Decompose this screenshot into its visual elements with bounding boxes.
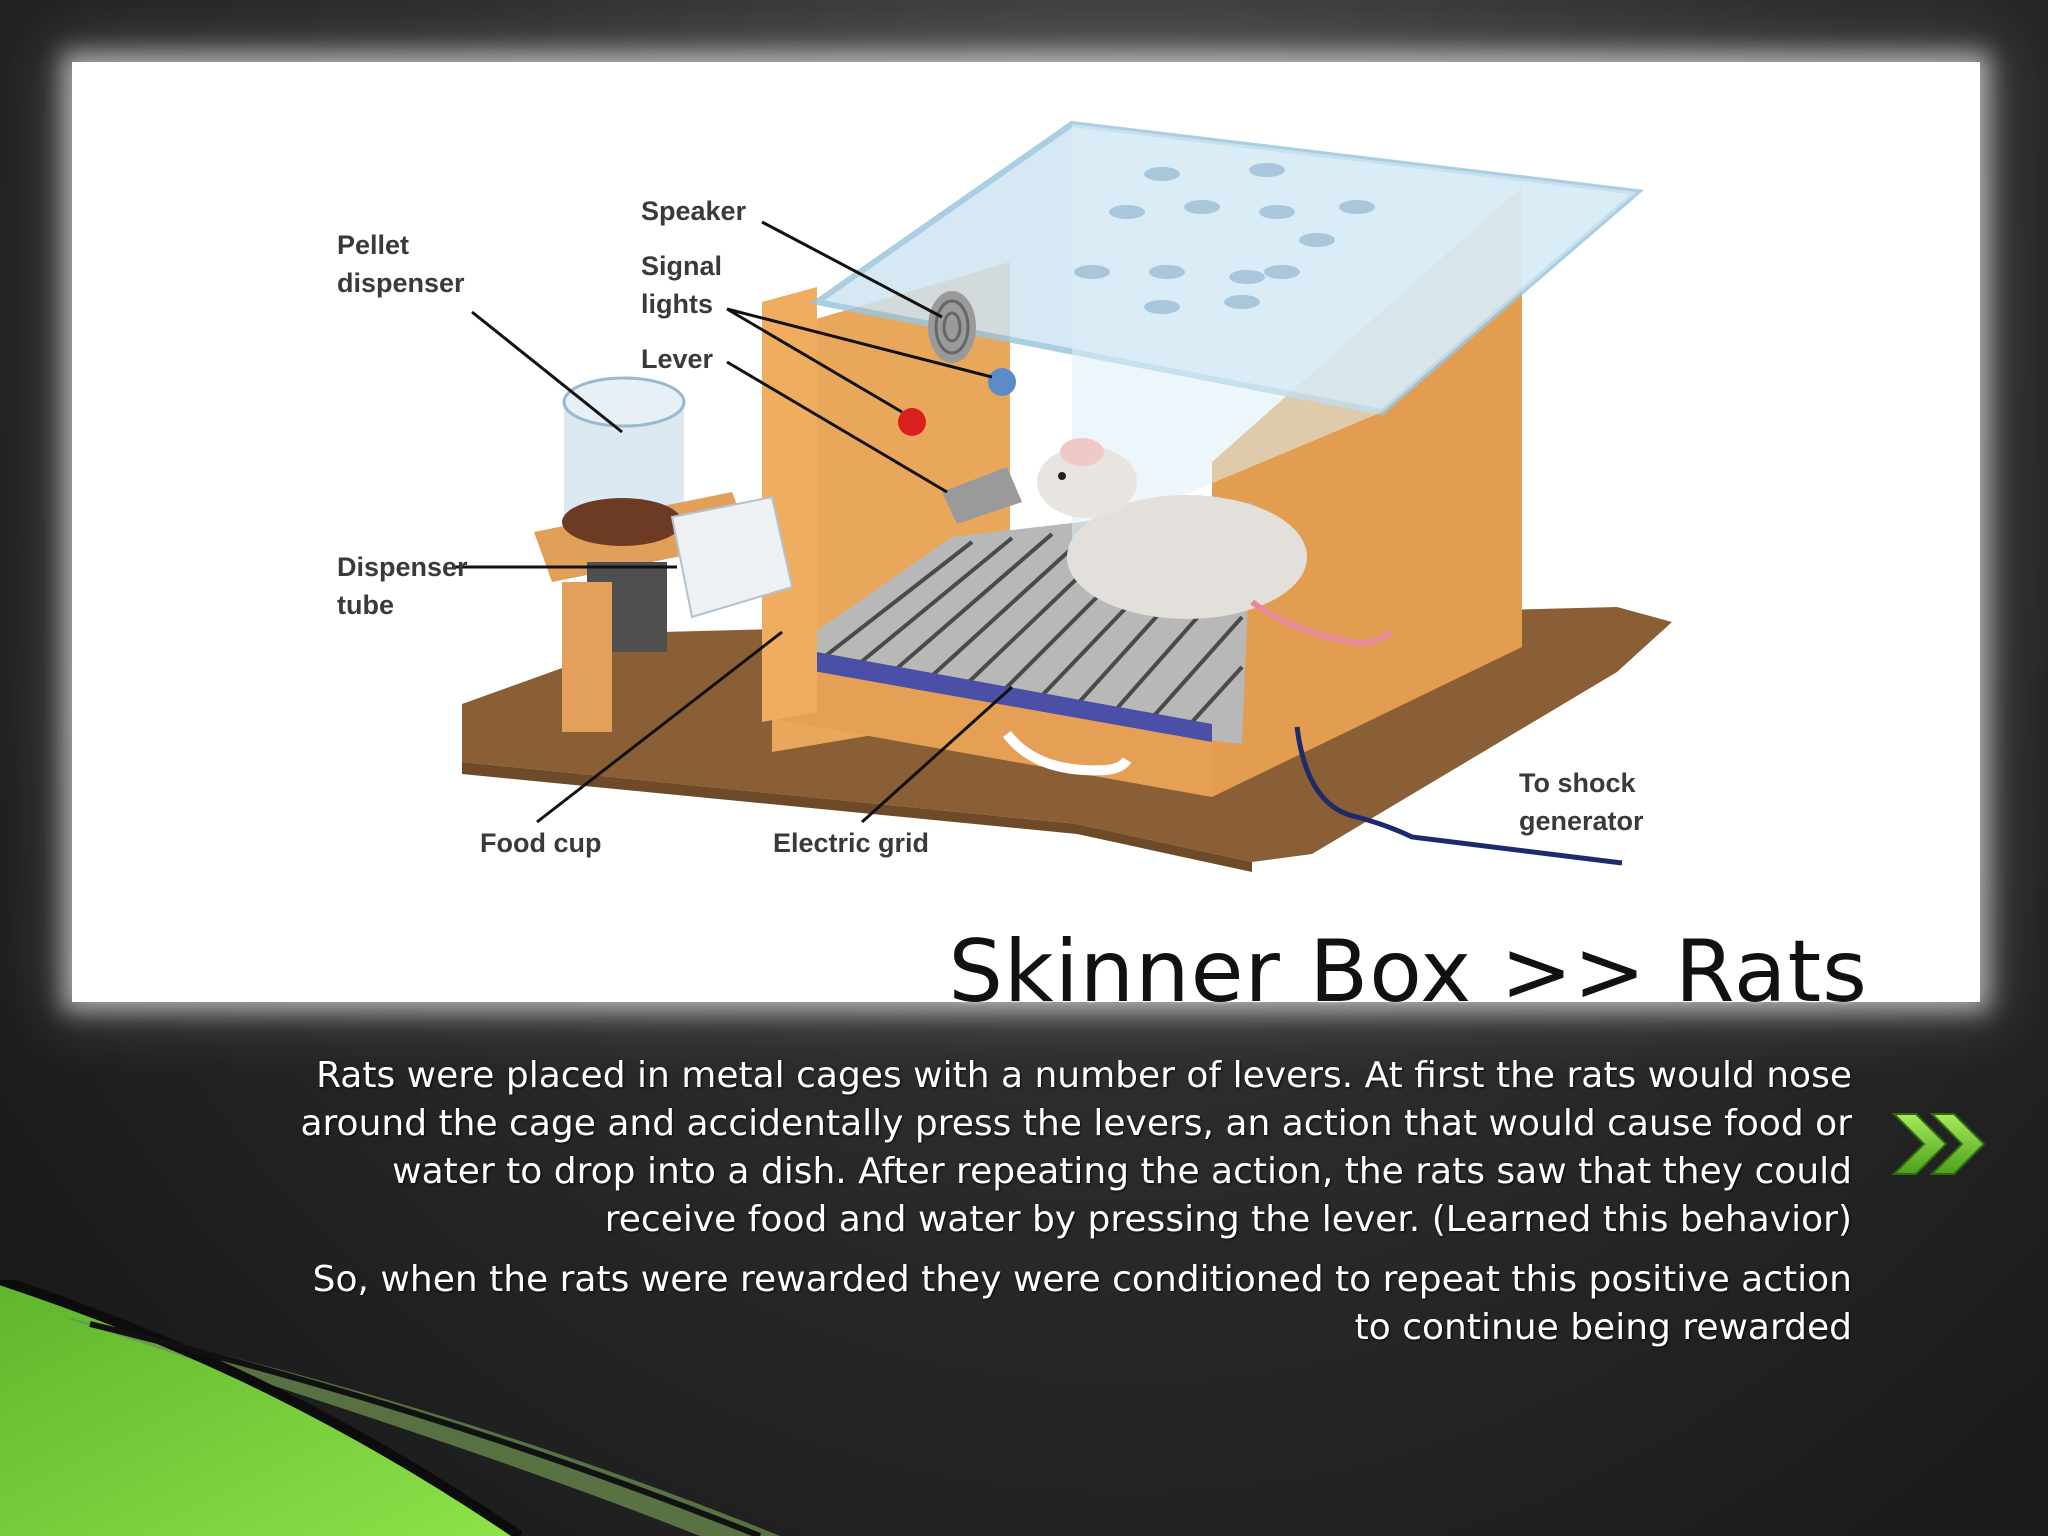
slide-body: Rats were placed in metal cages with a n… — [300, 1052, 1852, 1364]
slide-title: Skinner Box >> Rats — [948, 922, 1868, 1022]
rat — [1037, 438, 1394, 646]
label-signal-lights-line1: Signal — [641, 251, 722, 281]
body-paragraph: So, when the rats were rewarded they wer… — [312, 1259, 1852, 1348]
label-pellet-dispenser-line1: Pellet — [337, 230, 409, 260]
skinner-box-diagram: Speaker Pellet dispenser Signal lights L… — [337, 120, 1672, 872]
signal-light-blue — [988, 368, 1016, 396]
label-speaker: Speaker — [641, 196, 747, 226]
drawer-front — [762, 662, 1212, 797]
skinner-box-diagram-frame: Speaker Pellet dispenser Signal lights L… — [72, 62, 1980, 1002]
speaker — [928, 291, 976, 363]
label-shock-generator-line1: To shock — [1519, 768, 1637, 798]
signal-light-red — [898, 408, 926, 436]
label-dispenser-tube-line1: Dispenser — [337, 552, 468, 582]
label-pellet-dispenser-line2: dispenser — [337, 268, 465, 298]
label-electric-grid: Electric grid — [773, 828, 929, 858]
double-chevron-right-icon[interactable] — [1892, 1112, 1988, 1176]
lever — [942, 467, 1022, 524]
grid-rail — [762, 642, 1212, 742]
drawer-handle — [1003, 730, 1132, 776]
air-holes — [1074, 163, 1375, 314]
body-paragraph: Rats were placed in metal cages with a n… — [300, 1055, 1852, 1240]
pellet-dispenser — [534, 376, 794, 732]
label-shock-generator-line2: generator — [1519, 806, 1644, 836]
shock-cable — [1294, 726, 1623, 866]
label-lever: Lever — [641, 344, 714, 374]
label-food-cup: Food cup — [480, 828, 601, 858]
corner-swoosh-decoration — [0, 1280, 780, 1536]
label-dispenser-tube-line2: tube — [337, 590, 394, 620]
label-signal-lights-line2: lights — [641, 289, 713, 319]
